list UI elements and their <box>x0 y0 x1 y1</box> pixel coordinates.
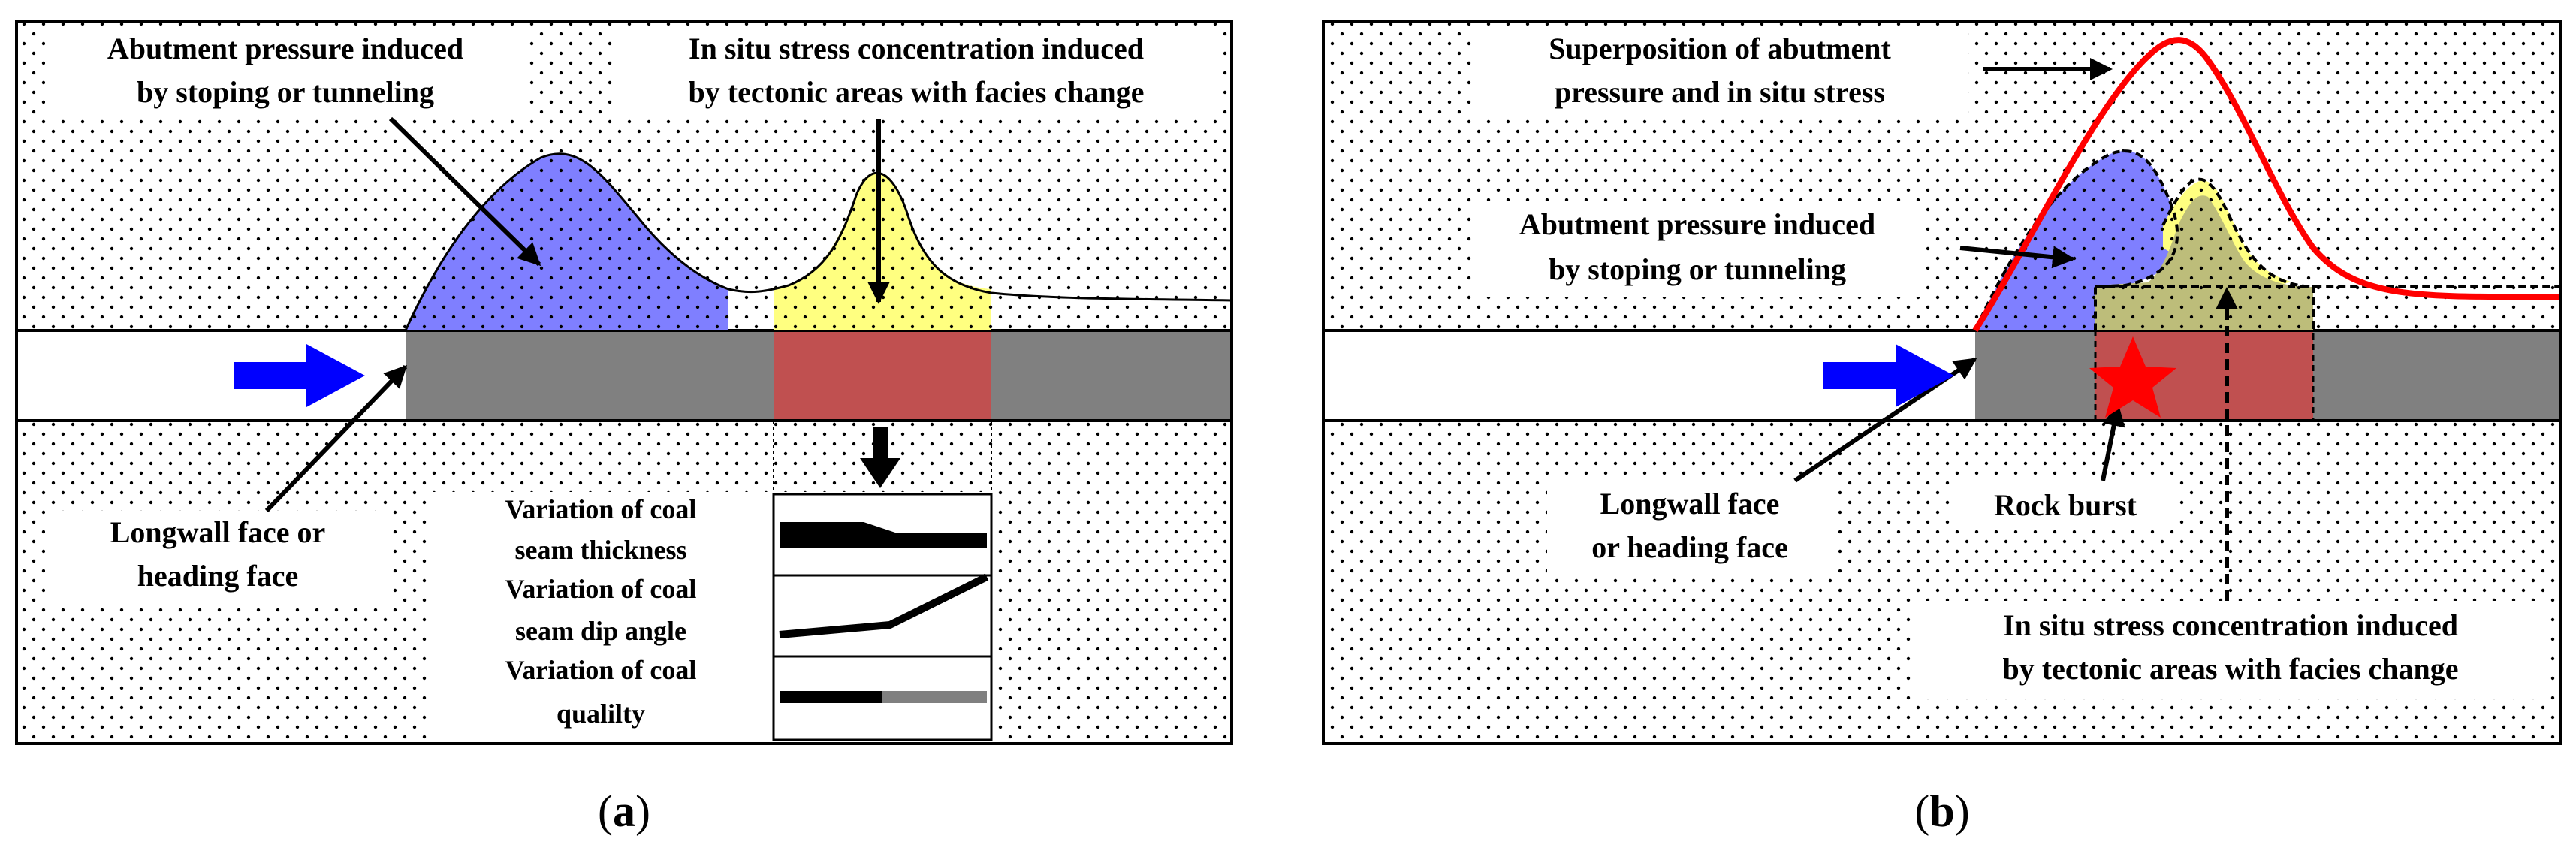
stress-zone-a <box>774 330 991 421</box>
quality-glyph-dark <box>780 691 882 703</box>
thickness-glyph <box>780 522 987 548</box>
arrow-abutment-a <box>388 116 541 267</box>
label-dip-line1: Variation of coal <box>505 574 697 604</box>
red-star-icon <box>2089 336 2176 418</box>
arrow-longwall-a <box>264 364 408 513</box>
label-longwall-line1-b: Longwall face <box>1600 487 1780 521</box>
arrow-abutment-b <box>1959 246 2075 269</box>
label-quality-line1: Variation of coal <box>505 655 697 685</box>
label-quality-line2: qualilty <box>557 699 645 729</box>
label-longwall-line2-b: or heading face <box>1591 530 1787 564</box>
caption-a: (a) <box>598 786 650 836</box>
label-thickness-line2: seam thickness <box>514 535 686 565</box>
label-longwall-line1-a: Longwall face or <box>110 515 326 549</box>
superposition-curve-b <box>1972 37 2562 333</box>
label-insitu-line1-b: In situ stress concentration induced <box>2003 608 2458 642</box>
frame-a <box>15 20 1233 745</box>
stress-curve-a <box>404 152 1232 331</box>
label-insitu-line2-a: by tectonic areas with facies change <box>689 75 1145 109</box>
label-insitu-line1-a: In situ stress concentration induced <box>689 32 1144 65</box>
label-superposition-line2-b: pressure and in situ stress <box>1555 75 1885 109</box>
arrow-rockburst-b <box>2101 403 2125 481</box>
label-abutment-line1-a: Abutment pressure induced <box>107 32 463 65</box>
blue-right-arrow-icon <box>234 344 365 407</box>
label-longwall-line2-a: heading face <box>137 559 298 593</box>
caption-b: (b) <box>1914 786 1969 836</box>
label-rockburst-b: Rock burst <box>1994 488 2137 522</box>
blue-right-arrow-icon <box>1823 344 1954 407</box>
label-dip-line2: seam dip angle <box>515 616 686 646</box>
label-superposition-line1-b: Superposition of abutment <box>1549 32 1891 65</box>
label-abutment-line2-a: by stoping or tunneling <box>137 75 434 109</box>
frame-b <box>1322 20 2562 745</box>
label-abutment-line2-b: by stoping or tunneling <box>1549 252 1846 286</box>
panel-a: Abutment pressure induced by stoping or … <box>15 20 1233 836</box>
quality-glyph-light <box>882 691 987 703</box>
label-abutment-line1-b: Abutment pressure induced <box>1519 207 1875 241</box>
label-insitu-line2-b: by tectonic areas with facies change <box>2003 652 2459 686</box>
label-thickness-line1: Variation of coal <box>505 494 697 524</box>
down-arrow-icon <box>860 458 900 488</box>
dip-glyph <box>779 573 989 638</box>
panel-b: Superposition of abutment pressure and i… <box>1322 20 2562 836</box>
